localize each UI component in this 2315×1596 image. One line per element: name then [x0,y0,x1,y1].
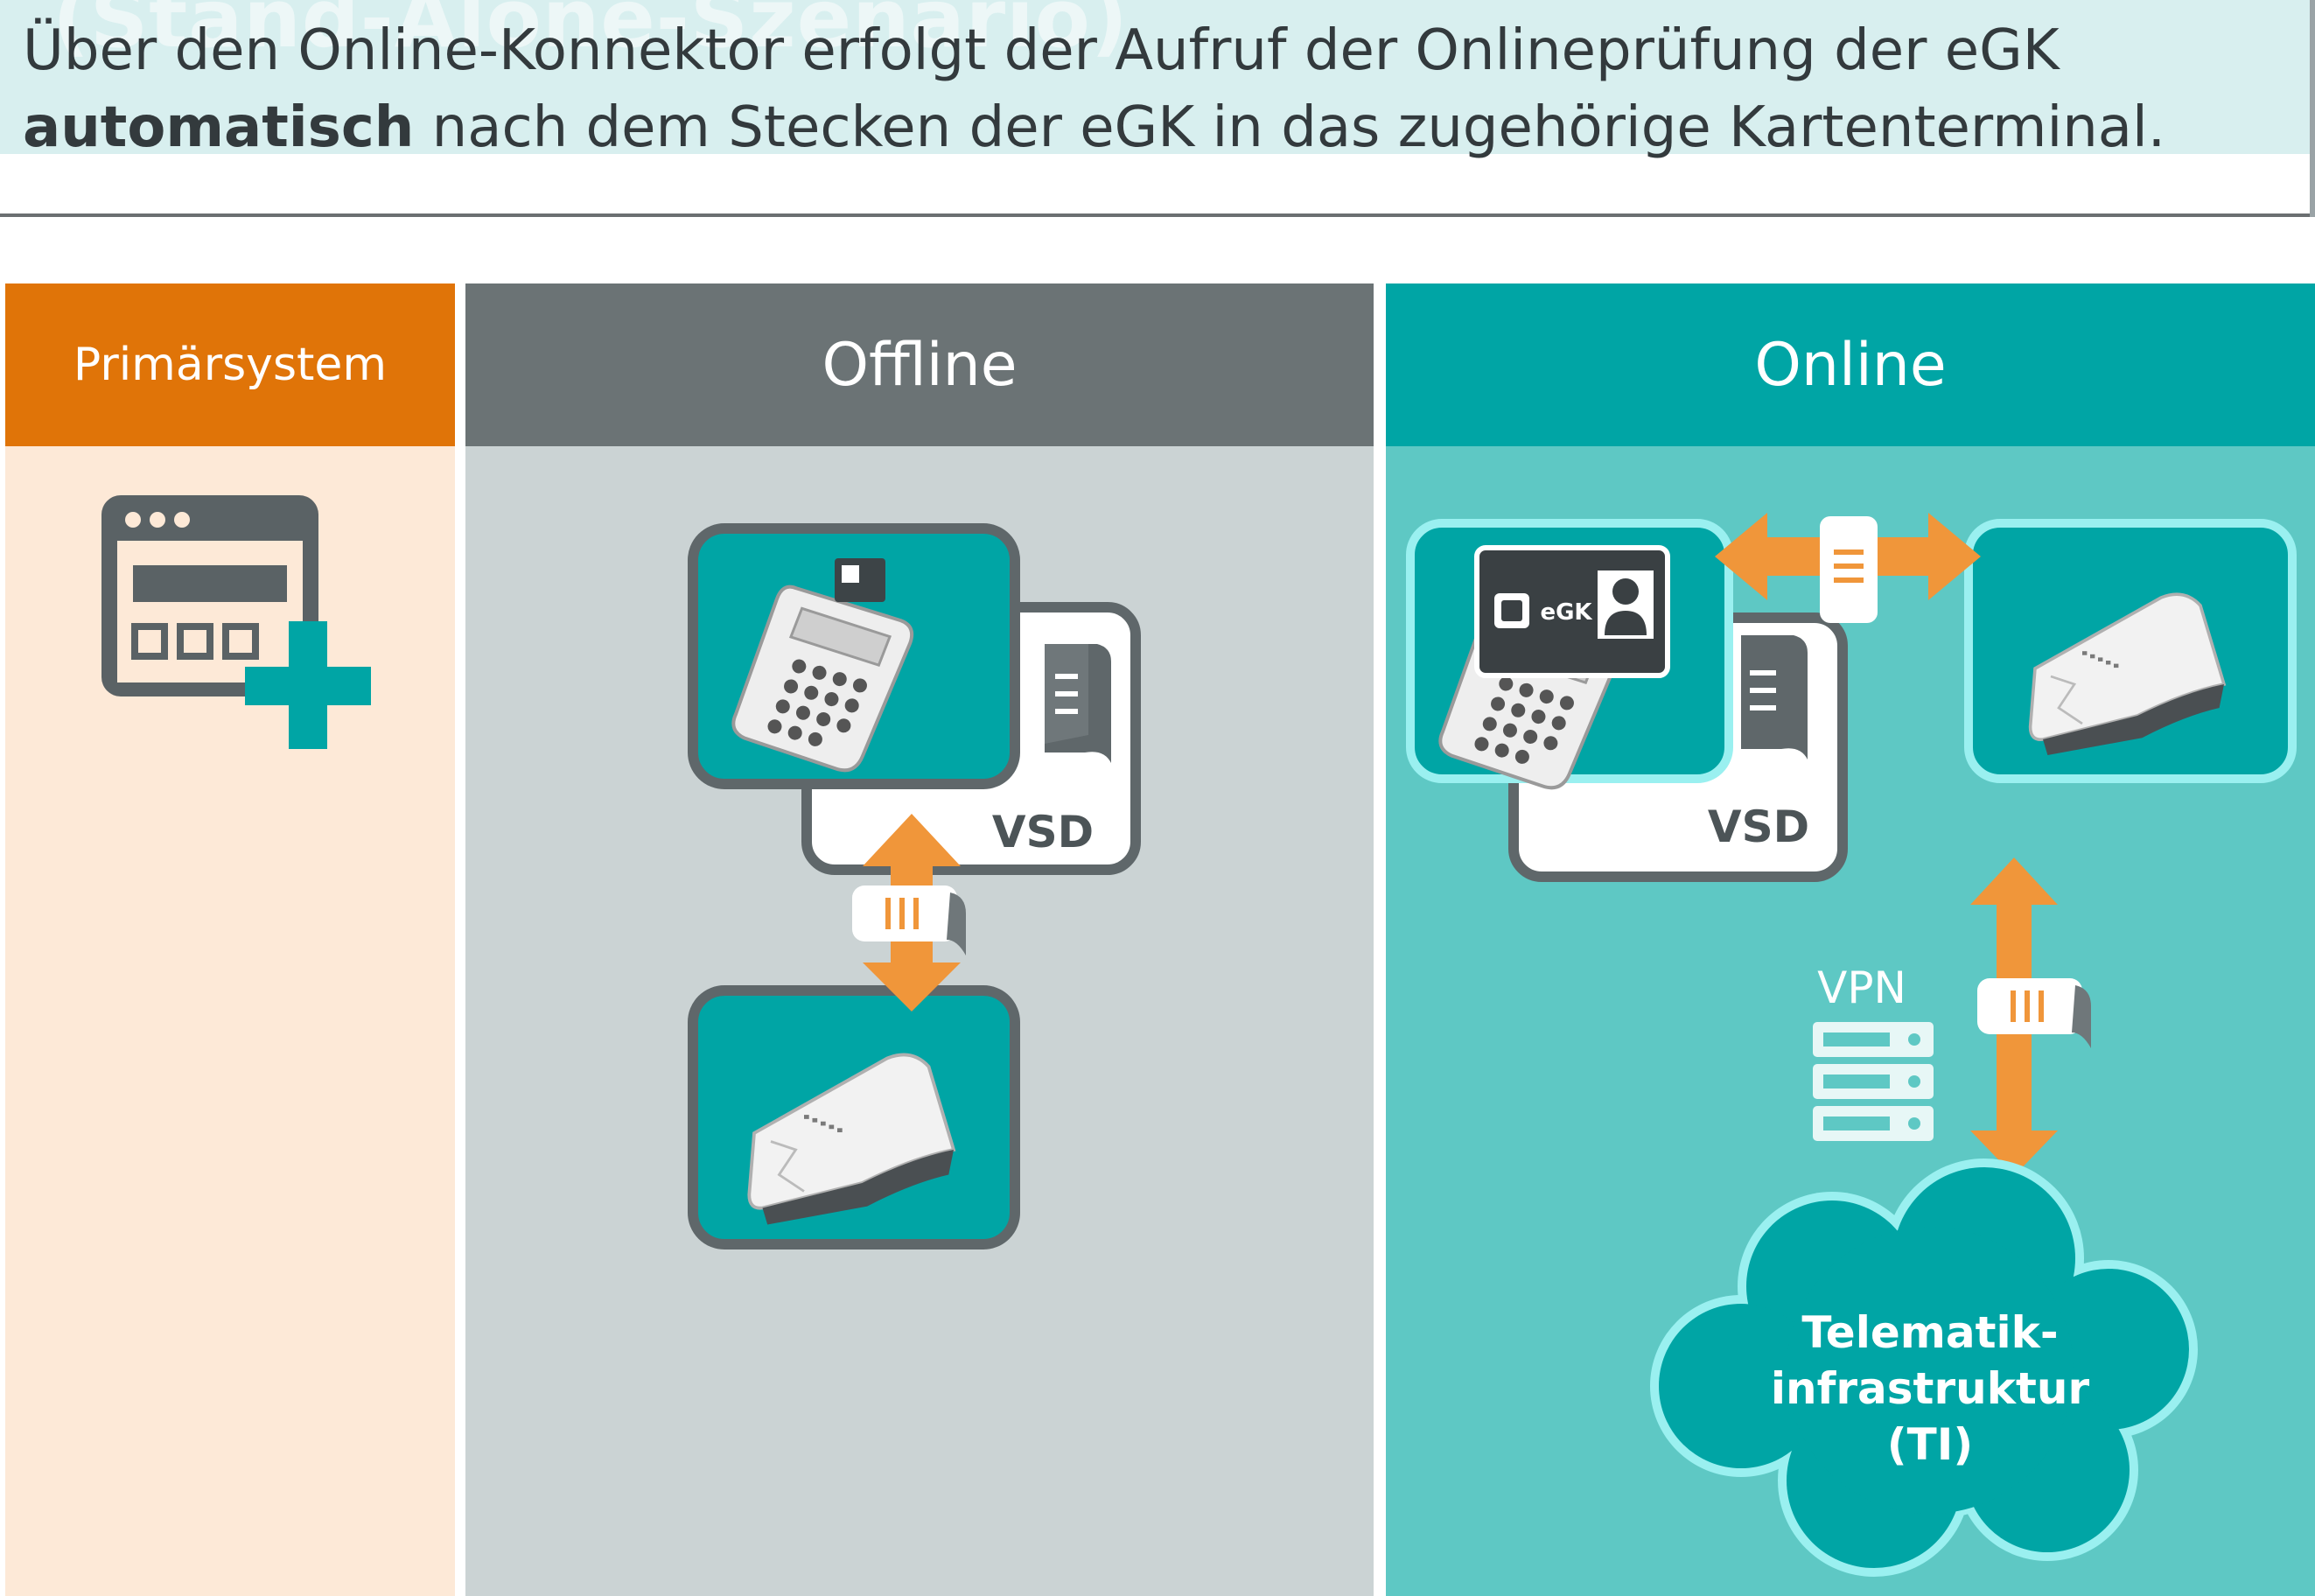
terminal-box-offline [688,523,1020,789]
column-header-online: Online [1386,284,2315,446]
file-token-online-vpn [1977,978,2091,1048]
connector-box-offline [688,985,1020,1250]
vpn-label: VPN [1817,962,1906,1013]
ti-label-line-3: (TI) [1887,1419,1973,1470]
header-banner: (Stand-Alone-Szenario) Über den Online-K… [0,0,2315,217]
vsd-label-online: VSD [1708,802,1809,852]
banner-line-1: Über den Online-Konnektor erfolgt der Au… [23,18,2060,83]
ti-label-line-1: Telematik- [1801,1307,2058,1358]
connector-box-online [1964,519,2297,783]
column-primaersystem: Primärsystem [5,284,455,1596]
primaersystem-window-icon [101,495,318,696]
banner-text: Über den Online-Konnektor erfolgt der Au… [23,12,2263,166]
banner-divider [0,214,2315,217]
cloud-icon [1650,1158,2198,1577]
file-token-online-top [1820,516,1878,623]
egk-card [1474,545,1670,678]
banner-background [0,0,2315,154]
banner-ghost-title: (Stand-Alone-Szenario) [52,0,1129,66]
vsd-label-offline: VSD [992,807,1094,858]
scrollbar-edge[interactable] [2310,0,2315,217]
column-header-primaersystem: Primärsystem [5,284,455,446]
ti-label-line-2: infrastruktur [1771,1363,2090,1414]
banner-line-2: automatisch nach dem Stecken der eGK in … [23,89,2263,166]
plus-icon [245,621,371,749]
server-icon [1813,1022,1934,1141]
banner-bold-word: automatisch [23,95,415,160]
banner-line-2-rest: nach dem Stecken der eGK in das zugehöri… [414,95,2166,160]
column-header-offline: Offline [465,284,1374,446]
egk-label: eGK [1540,599,1592,626]
